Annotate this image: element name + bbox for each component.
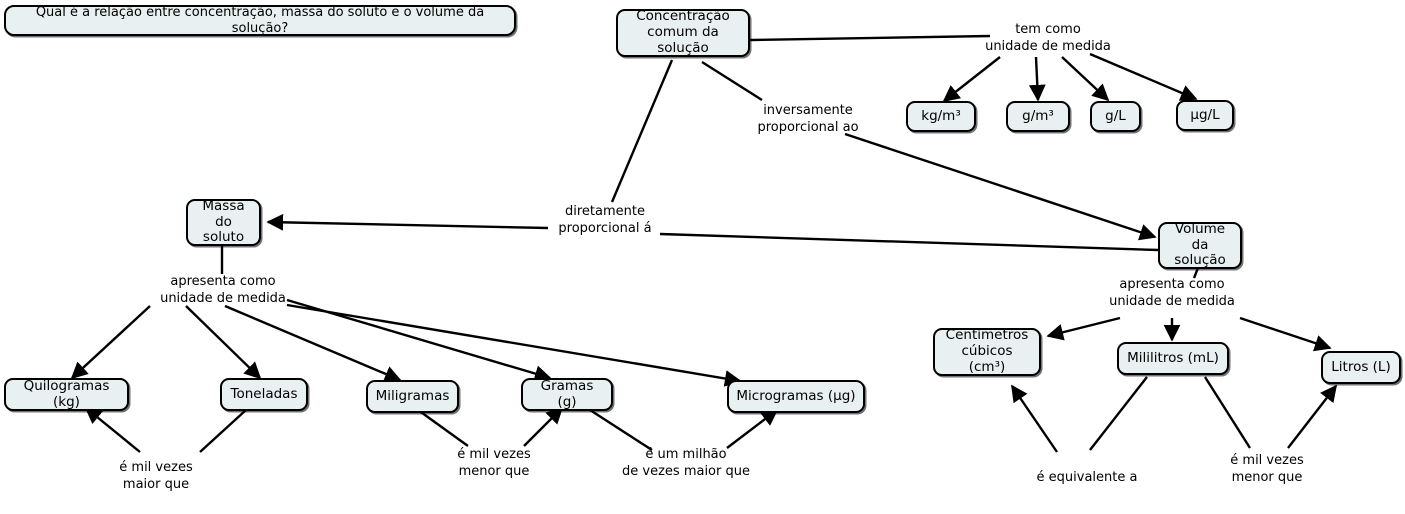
node-unit-centimetros-cubicos[interactable]: Centimetros cúbicos (cm³) xyxy=(933,327,1041,376)
edge-equivalente-cm3 xyxy=(1011,384,1058,453)
edge-massa-gramas xyxy=(286,298,552,382)
edge-massa-microgramas xyxy=(286,303,742,387)
edge-inversamente-volume xyxy=(844,132,1157,241)
node-unit-mililitros[interactable]: Mililitros (mL) xyxy=(1117,342,1229,375)
edge-diretamente-volume-line xyxy=(659,232,1159,252)
edge-concentracao-temcomo xyxy=(749,34,991,42)
node-unit-miligramas[interactable]: Miligramas xyxy=(366,380,459,413)
link-label-equivalente-a: é equivalente a xyxy=(1036,470,1138,485)
link-label-um-milhao-de-vezes-maior-que: é um milhão de vezes maior que xyxy=(622,447,750,479)
edge-volume-litros xyxy=(1239,316,1332,352)
node-unit-ug-per-l[interactable]: µg/L xyxy=(1176,100,1234,131)
edge-miligramas-milmenor xyxy=(417,409,469,447)
node-unit-toneladas[interactable]: Toneladas xyxy=(220,378,308,411)
node-unit-g-per-l[interactable]: g/L xyxy=(1090,101,1141,132)
edge-gramas-milhao xyxy=(589,408,653,452)
link-label-mil-vezes-menor-que-massa: é mil vezes menor que xyxy=(457,447,531,479)
edge-milmenor-gramas xyxy=(523,406,564,447)
edge-concentracao-diretamente xyxy=(610,59,674,203)
node-unit-quilogramas[interactable]: Quilogramas (kg) xyxy=(4,378,129,411)
edge-temcomo-kgm3 xyxy=(942,56,1001,103)
node-unit-g-per-m3[interactable]: g/m³ xyxy=(1006,101,1070,132)
edge-milmaior-quilogramas xyxy=(84,406,141,453)
link-label-apresenta-como-unidade-massa: apresenta como unidade de medida xyxy=(160,274,286,306)
edge-concentracao-inversamente xyxy=(701,60,763,102)
edge-toneladas-milmaior xyxy=(199,409,247,453)
edge-massa-toneladas xyxy=(185,305,262,380)
edge-diretamente-massa xyxy=(266,213,549,231)
edge-milmenor2-litros xyxy=(1287,384,1338,449)
edge-temcomo-ugl xyxy=(1089,52,1198,101)
edge-temcomo-gm3 xyxy=(1028,56,1046,102)
edge-mililitros-milmenor2 xyxy=(1203,376,1252,449)
link-label-tem-como-unidade: tem como unidade de medida xyxy=(985,22,1111,54)
edge-mililitros-equivalente xyxy=(1089,376,1148,451)
node-volume-da-solucao[interactable]: Volume da solução xyxy=(1158,221,1242,269)
edge-temcomo-gl xyxy=(1061,56,1110,102)
node-unit-microgramas[interactable]: Microgramas (µg) xyxy=(727,380,865,413)
node-concentracao-comum[interactable]: Concentração comum da solução xyxy=(616,8,750,57)
link-label-diretamente-proporcional: diretamente proporcional á xyxy=(558,204,652,236)
node-unit-kg-per-m3[interactable]: kg/m³ xyxy=(906,101,976,132)
edge-volume-cm3 xyxy=(1046,316,1121,341)
question-box[interactable]: Qual é a relação entre concentração, mas… xyxy=(4,5,516,36)
edge-milhao-microgramas xyxy=(726,408,779,449)
node-massa-do-soluto[interactable]: Massa do soluto xyxy=(186,198,261,246)
edge-massa-quilogramas xyxy=(70,305,151,380)
link-label-mil-vezes-maior-que: é mil vezes maior que xyxy=(119,460,193,492)
edge-massa-miligramas xyxy=(224,304,402,382)
link-label-inversamente-proporcional: inversamente proporcional ao xyxy=(757,103,859,135)
link-label-apresenta-como-unidade-volume: apresenta como unidade de medida xyxy=(1109,277,1235,309)
node-unit-gramas[interactable]: Gramas (g) xyxy=(521,378,613,411)
link-label-mil-vezes-menor-que-volume: é mil vezes menor que xyxy=(1230,453,1304,485)
node-unit-litros[interactable]: Litros (L) xyxy=(1321,351,1401,384)
